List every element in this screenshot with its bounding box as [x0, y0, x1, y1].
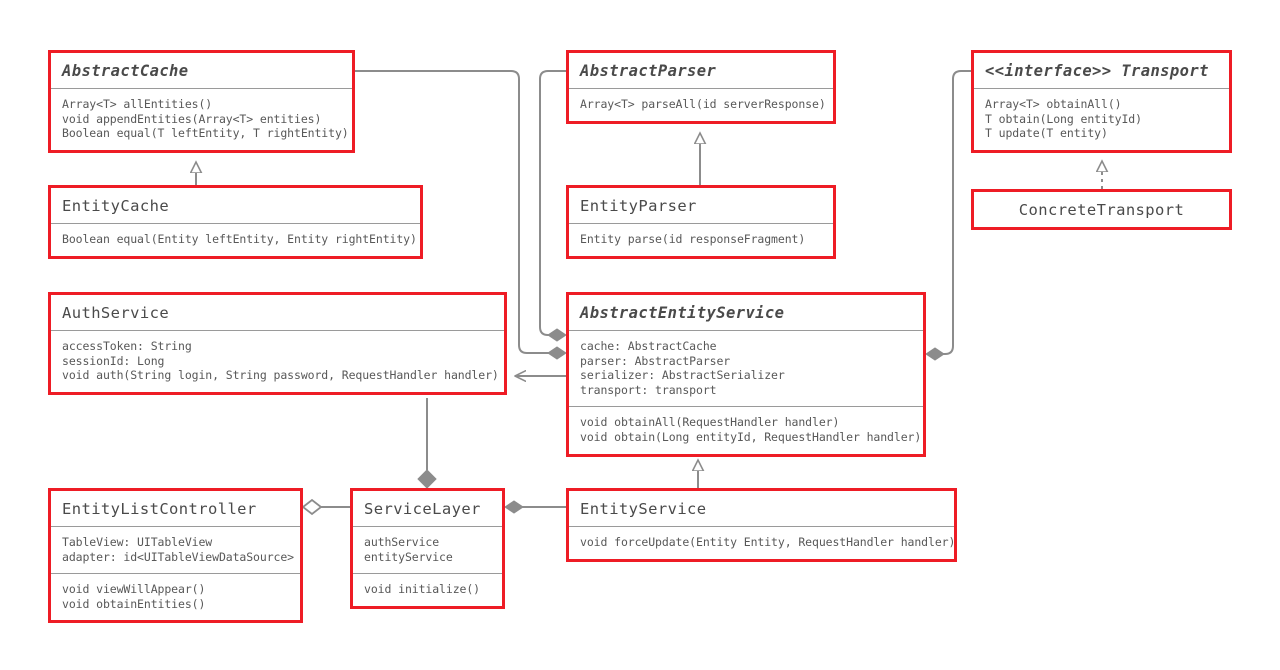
class-box-transport[interactable]: <<interface>> Transport Array<T> obtainA… — [971, 50, 1232, 153]
class-box-service-layer[interactable]: ServiceLayer authService entityService v… — [350, 488, 505, 609]
class-title-entity-list-controller: EntityListController — [51, 491, 300, 527]
member: void viewWillAppear() — [62, 582, 206, 597]
member: TableView: UITableView — [62, 535, 213, 549]
member: entityService — [364, 549, 453, 564]
member: parser: AbstractParser — [580, 353, 731, 368]
class-box-entity-parser[interactable]: EntityParser Entity parse(id responseFra… — [566, 185, 836, 259]
member: void obtainEntities() — [62, 596, 206, 611]
member: void initialize() — [364, 582, 481, 597]
class-title-transport: <<interface>> Transport — [974, 53, 1229, 89]
members-entity-cache: Boolean equal(Entity leftEntity, Entity … — [51, 224, 420, 256]
members-entity-service: void forceUpdate(Entity Entity, RequestH… — [569, 527, 956, 559]
class-title-abstract-entity-service: AbstractEntityService — [569, 295, 923, 331]
composition-aes-abstractparser — [539, 70, 567, 342]
attributes-entity-list-controller: TableView: UITableView adapter: id<UITab… — [51, 527, 300, 574]
member: accessToken: String — [62, 339, 192, 353]
composition-servicelayer-authservice — [417, 398, 437, 489]
class-box-entity-cache[interactable]: EntityCache Boolean equal(Entity leftEnt… — [48, 185, 423, 259]
members-auth-service: accessToken: String sessionId: Long void… — [51, 331, 504, 392]
class-title-abstract-parser: AbstractParser — [569, 53, 833, 89]
member: serializer: AbstractSerializer — [580, 368, 785, 383]
class-box-auth-service[interactable]: AuthService accessToken: String sessionI… — [48, 292, 507, 395]
class-box-abstract-cache[interactable]: AbstractCache Array<T> allEntities() voi… — [48, 50, 355, 153]
member: void forceUpdate(Entity Entity, RequestH… — [580, 535, 956, 549]
member: void auth(String login, String password,… — [62, 368, 499, 383]
attributes-abstract-entity-service: cache: AbstractCache parser: AbstractPar… — [569, 331, 923, 407]
member: cache: AbstractCache — [580, 339, 717, 353]
composition-servicelayer-entityservice — [504, 500, 566, 514]
methods-service-layer: void initialize() — [353, 573, 502, 606]
member: Array<T> parseAll(id serverResponse) — [580, 97, 826, 111]
class-title-auth-service: AuthService — [51, 295, 504, 331]
member: void appendEntities(Array<T> entities) — [62, 111, 322, 126]
member: void obtain(Long entityId, RequestHandle… — [580, 429, 922, 444]
aggregation-controller-servicelayer — [301, 498, 350, 516]
members-abstract-cache: Array<T> allEntities() void appendEntiti… — [51, 89, 352, 150]
class-title-abstract-cache: AbstractCache — [51, 53, 352, 89]
composition-aes-transport — [925, 70, 971, 361]
class-box-entity-service[interactable]: EntityService void forceUpdate(Entity En… — [566, 488, 957, 562]
member: Entity parse(id responseFragment) — [580, 232, 806, 246]
class-box-concrete-transport[interactable]: ConcreteTransport — [971, 189, 1232, 230]
member: Array<T> allEntities() — [62, 97, 213, 111]
member: void obtainAll(RequestHandler handler) — [580, 415, 840, 430]
member: adapter: id<UITableViewDataSource> — [62, 549, 295, 564]
member: Boolean equal(T leftEntity, T rightEntit… — [62, 126, 349, 141]
methods-entity-list-controller: void viewWillAppear() void obtainEntitie… — [51, 573, 300, 621]
member: T obtain(Long entityId) — [985, 111, 1142, 126]
members-entity-parser: Entity parse(id responseFragment) — [569, 224, 833, 256]
member: Array<T> obtainAll() — [985, 97, 1122, 111]
class-box-abstract-entity-service[interactable]: AbstractEntityService cache: AbstractCac… — [566, 292, 926, 457]
class-box-abstract-parser[interactable]: AbstractParser Array<T> parseAll(id serv… — [566, 50, 836, 124]
methods-abstract-entity-service: void obtainAll(RequestHandler handler) v… — [569, 406, 923, 454]
members-abstract-parser: Array<T> parseAll(id serverResponse) — [569, 89, 833, 121]
class-title-entity-cache: EntityCache — [51, 188, 420, 224]
class-title-entity-service: EntityService — [569, 491, 954, 527]
class-title-entity-parser: EntityParser — [569, 188, 833, 224]
member: transport: transport — [580, 382, 717, 397]
class-title-concrete-transport: ConcreteTransport — [974, 192, 1229, 227]
class-title-service-layer: ServiceLayer — [353, 491, 502, 527]
member: T update(T entity) — [985, 126, 1108, 141]
attributes-service-layer: authService entityService — [353, 527, 502, 574]
member: authService — [364, 535, 440, 549]
member: Boolean equal(Entity leftEntity, Entity … — [62, 232, 417, 246]
member: sessionId: Long — [62, 353, 165, 368]
members-transport: Array<T> obtainAll() T obtain(Long entit… — [974, 89, 1229, 150]
class-box-entity-list-controller[interactable]: EntityListController TableView: UITableV… — [48, 488, 303, 624]
